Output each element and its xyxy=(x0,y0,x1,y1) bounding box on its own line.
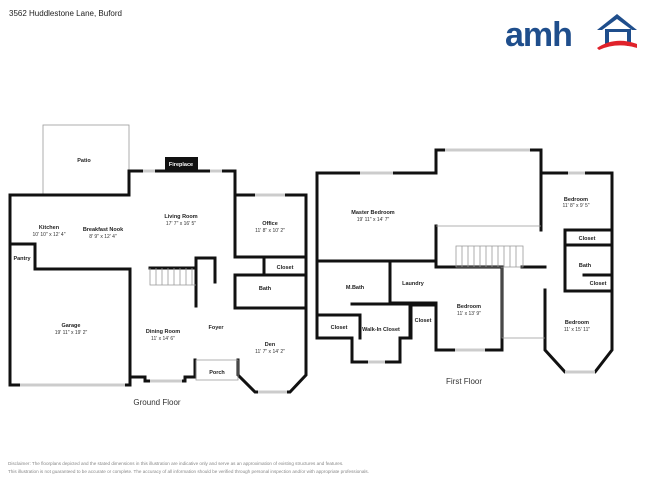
disclaimer-line-2: This illustration is not guaranteed to b… xyxy=(8,469,369,474)
ground-floor-plan xyxy=(8,124,308,394)
room-label-hall-closet: Closet xyxy=(415,318,432,324)
room-label-breakfast-nook: Breakfast Nook xyxy=(83,227,124,233)
first-floor-title: First Floor xyxy=(446,377,482,386)
disclaimer-line-1: Disclaimer: The floorplans depicted and … xyxy=(8,461,344,466)
room-label-master-bedroom: Master Bedroom xyxy=(351,210,395,216)
property-address: 3562 Huddlestone Lane, Buford xyxy=(9,9,122,18)
room-label-porch: Porch xyxy=(209,370,225,376)
room-label-bedroom-4: Bedroom xyxy=(565,320,589,326)
room-label-bath: Bath xyxy=(259,286,272,292)
room-label-living-room: Living Room xyxy=(164,214,197,220)
room-label-laundry: Laundry xyxy=(402,281,425,287)
room-dim-bedroom-2: 11' 8" x 9' 5" xyxy=(562,203,589,209)
room-dim-breakfast-nook: 8' 9" x 12' 4" xyxy=(89,234,117,240)
room-dim-den: 11' 7" x 14' 2" xyxy=(255,349,285,355)
room-label-foyer: Foyer xyxy=(209,325,225,331)
room-label-patio: Patio xyxy=(77,158,91,164)
room-label-bath-upper: Bath xyxy=(579,263,592,269)
room-label-pantry: Pantry xyxy=(13,256,31,262)
room-label-bedroom-2: Bedroom xyxy=(564,197,588,203)
room-label-fireplace: Fireplace xyxy=(169,162,193,168)
room-label-garage: Garage xyxy=(62,323,81,329)
first-floor-plan xyxy=(315,148,614,374)
room-dim-master-bedroom: 19' 11" x 14' 7" xyxy=(357,217,390,223)
room-dim-bedroom-3: 11' x 13' 9" xyxy=(457,311,481,317)
fireplace-box xyxy=(165,157,198,171)
room-dim-office: 11' 8" x 10' 2" xyxy=(255,228,285,234)
svg-text:amh: amh xyxy=(505,16,572,54)
room-label-dining-room: Dining Room xyxy=(146,329,180,335)
room-dim-garage: 19' 11" x 19' 2" xyxy=(55,330,88,336)
room-label-walk-in-closet: Walk-In Closet xyxy=(362,327,400,333)
room-label-office: Office xyxy=(262,221,278,227)
amh-logo: amh xyxy=(505,14,637,54)
room-label-kitchen: Kitchen xyxy=(39,225,60,231)
room-label-mbath: M.Bath xyxy=(346,285,365,291)
room-label-mbath-closet: Closet xyxy=(331,325,348,331)
room-dim-dining-room: 11' x 14' 6" xyxy=(151,336,175,342)
room-dim-kitchen: 10' 10" x 12' 4" xyxy=(33,232,66,238)
room-dim-bedroom-4: 11' x 15' 11" xyxy=(564,327,591,333)
room-label-closet: Closet xyxy=(277,265,294,271)
room-label-den: Den xyxy=(265,342,276,348)
room-label-bath-closet: Closet xyxy=(590,281,607,287)
room-label-bedroom-3: Bedroom xyxy=(457,304,481,310)
room-dim-living-room: 17' 7" x 16' 5" xyxy=(166,221,196,227)
room-label-closet-upper: Closet xyxy=(579,236,596,242)
ground-floor-title: Ground Floor xyxy=(133,398,180,407)
